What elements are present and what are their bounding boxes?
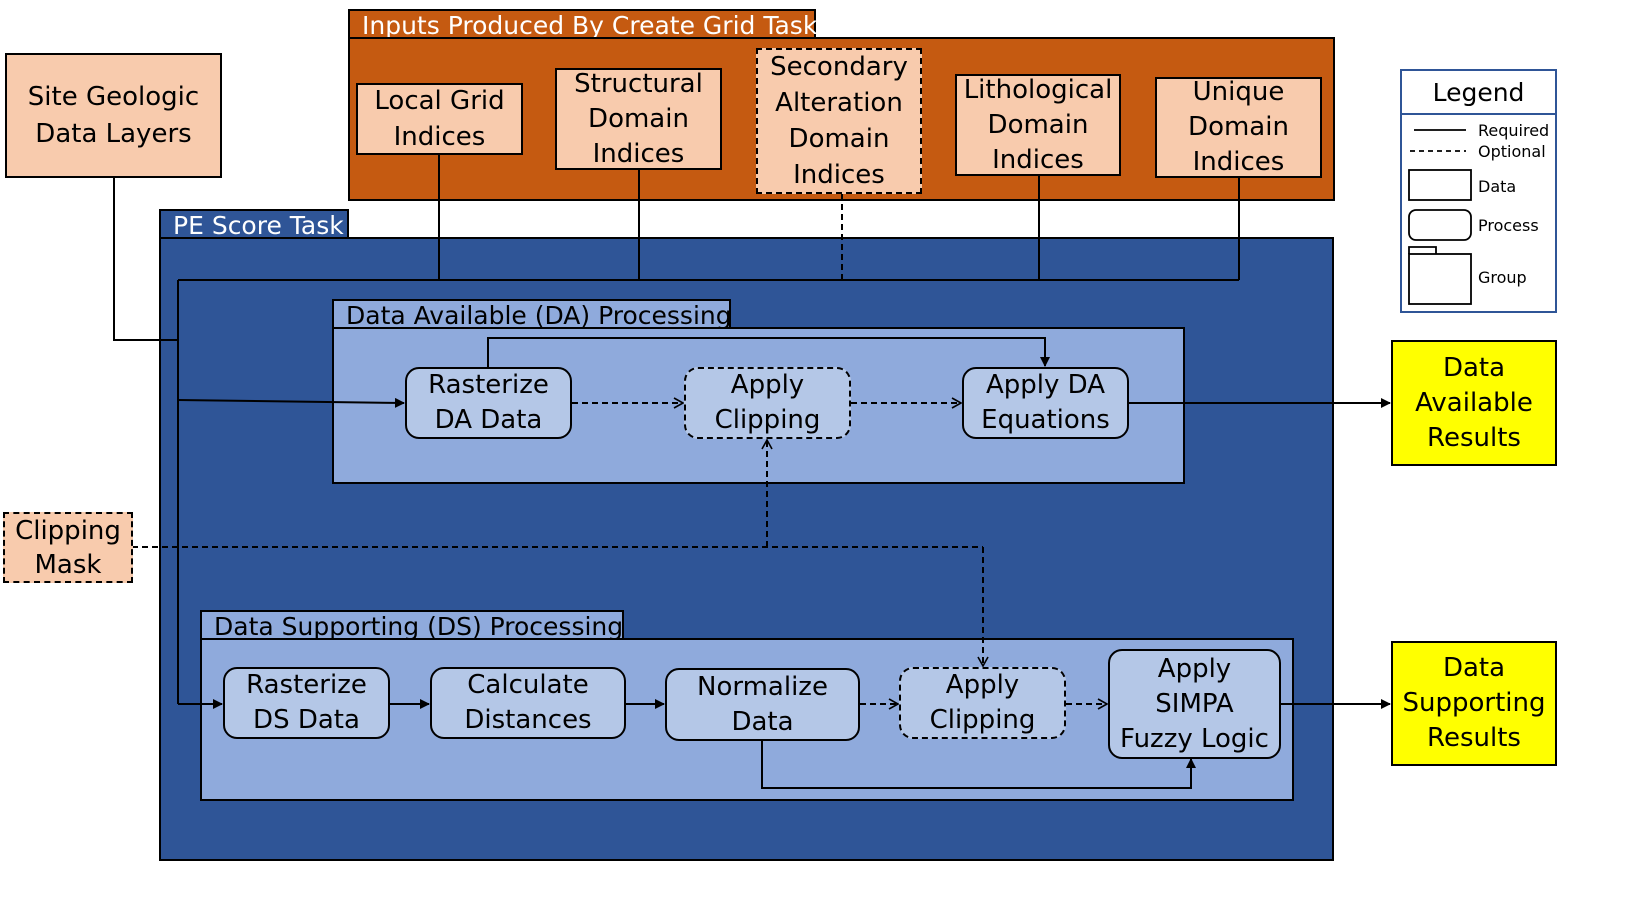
apply-simpa-fuzzy-logic-process: Apply SIMPA Fuzzy Logic [1108, 649, 1281, 759]
legend-group-label: Group [1478, 268, 1527, 287]
grid-task-tab: Inputs Produced By Create Grid Task [348, 9, 818, 40]
ds-apply-clipping-process: Apply Clipping [899, 667, 1066, 739]
ds-processing-title: Data Supporting (DS) Processing [214, 612, 624, 641]
structural-domain-indices-box: Structural Domain Indices [555, 68, 722, 170]
data-available-results-box: Data Available Results [1391, 340, 1557, 466]
da-processing-tab: Data Available (DA) Processing [332, 299, 732, 330]
site-geologic-data-box: Site Geologic Data Layers [5, 53, 222, 178]
pe-task-tab: PE Score Task [159, 209, 349, 240]
normalize-data-process: Normalize Data [665, 668, 860, 741]
legend-data-label: Data [1478, 177, 1517, 196]
da-processing-title: Data Available (DA) Processing [346, 301, 732, 330]
legend-symbols [1408, 129, 1472, 305]
legend-required-label: Required [1478, 121, 1550, 140]
pe-task-title: PE Score Task [173, 211, 344, 240]
unique-domain-indices-box: Unique Domain Indices [1155, 77, 1322, 178]
legend-data-rect [1408, 169, 1472, 201]
legend-group-rect [1408, 253, 1472, 305]
lithological-domain-indices-box: Lithological Domain Indices [955, 74, 1121, 176]
legend-process-rect [1408, 209, 1472, 241]
legend-process-label: Process [1478, 216, 1539, 235]
rasterize-ds-data-process: Rasterize DS Data [223, 667, 390, 739]
legend-group-tab [1408, 246, 1437, 254]
legend-optional-label: Optional [1478, 142, 1546, 161]
data-supporting-results-box: Data Supporting Results [1391, 641, 1557, 766]
rasterize-da-data-process: Rasterize DA Data [405, 367, 572, 439]
local-grid-indices-box: Local Grid Indices [356, 83, 523, 155]
legend: Legend Required Optional Data Process Gr… [1400, 69, 1557, 313]
secondary-alteration-domain-indices-box: Secondary Alteration Domain Indices [756, 48, 922, 194]
grid-task-title: Inputs Produced By Create Grid Task [362, 11, 818, 40]
da-apply-clipping-process: Apply Clipping [684, 367, 851, 439]
clipping-mask-box: Clipping Mask [3, 512, 133, 583]
legend-title: Legend [1402, 71, 1555, 115]
apply-da-equations-process: Apply DA Equations [962, 367, 1129, 439]
calculate-distances-process: Calculate Distances [430, 667, 626, 739]
